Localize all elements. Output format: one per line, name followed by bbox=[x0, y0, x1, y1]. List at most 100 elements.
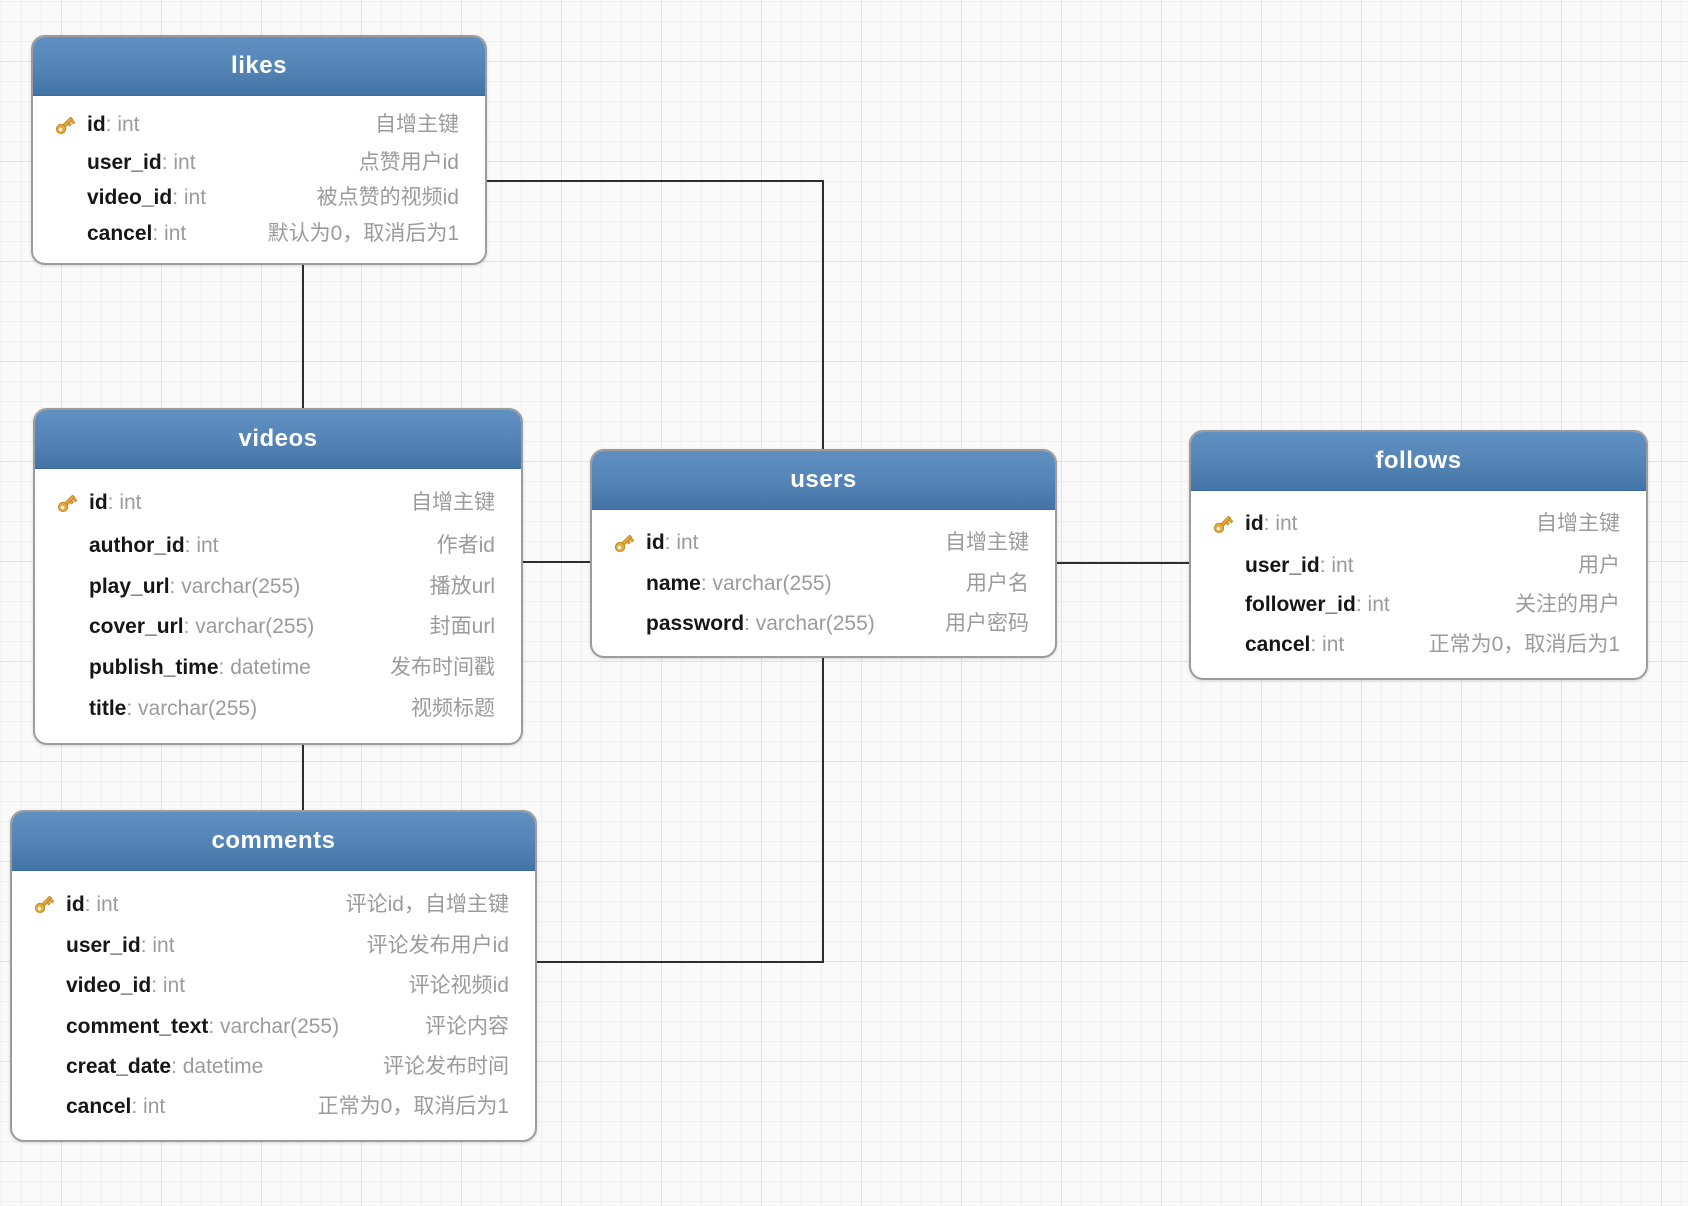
field-name: user_id bbox=[1245, 553, 1320, 577]
field-name: id bbox=[1245, 512, 1264, 536]
field-name: user_id bbox=[66, 934, 141, 958]
field-name: cancel bbox=[1245, 633, 1311, 657]
field-comment: 用户名 bbox=[966, 572, 1029, 595]
field-row-author_id[interactable]: author_id: int 作者id bbox=[35, 535, 521, 556]
field-type: : varchar(255) bbox=[744, 611, 875, 635]
field-comment: 自增主键 bbox=[411, 491, 495, 515]
field-comment: 被点赞的视频id bbox=[316, 186, 459, 210]
field-type: : int bbox=[151, 974, 186, 998]
table-videos-header[interactable]: videos bbox=[35, 410, 521, 469]
table-users-header[interactable]: users bbox=[592, 451, 1055, 510]
field-name: publish_time bbox=[89, 656, 219, 680]
field-comment: 视频标题 bbox=[411, 697, 495, 721]
primary-key-icon bbox=[1211, 512, 1245, 536]
field-name: password bbox=[646, 611, 745, 635]
relation-line-likes-users[interactable] bbox=[487, 180, 824, 182]
field-type: : int bbox=[1263, 512, 1298, 536]
field-type: : varchar(255) bbox=[126, 697, 258, 721]
field-row-cancel[interactable]: cancel: int 正常为0，取消后为1 bbox=[1191, 634, 1646, 655]
relation-line-comments-users[interactable] bbox=[537, 961, 824, 963]
field-type: : int bbox=[140, 934, 175, 958]
table-follows-header[interactable]: follows bbox=[1191, 432, 1646, 491]
field-row-name[interactable]: name: varchar(255)用户名 bbox=[592, 573, 1055, 594]
field-comment: 评论id，自增主键 bbox=[345, 892, 509, 916]
field-comment: 点赞用户id bbox=[358, 150, 459, 174]
field-name: video_id bbox=[66, 974, 152, 998]
field-row-id[interactable]: id: int 自增主键 bbox=[1191, 512, 1646, 536]
relation-line-likes-users[interactable] bbox=[822, 180, 824, 449]
field-type: : varchar(255) bbox=[700, 572, 832, 595]
field-comment: 评论内容 bbox=[425, 1014, 509, 1038]
field-name: cancel bbox=[87, 222, 153, 246]
field-comment: 评论发布用户id bbox=[366, 934, 509, 958]
field-name: author_id bbox=[89, 533, 185, 557]
table-likes-header[interactable]: likes bbox=[33, 37, 485, 96]
field-row-password[interactable]: password: varchar(255) 用户密码 bbox=[592, 613, 1055, 634]
field-row-user_id[interactable]: user_id: int 评论发布用户id bbox=[12, 935, 535, 956]
field-comment: 正常为0，取消后为1 bbox=[1428, 633, 1620, 657]
field-type: : int bbox=[152, 222, 187, 246]
field-type: : int bbox=[107, 491, 142, 515]
field-type: : int bbox=[664, 531, 699, 554]
field-name: id bbox=[646, 531, 665, 554]
field-row-comment_text[interactable]: comment_text: varchar(255) 评论内容 bbox=[12, 1016, 535, 1037]
relation-line-comments-users[interactable] bbox=[822, 657, 824, 963]
field-name: comment_text bbox=[66, 1014, 209, 1038]
relation-line-videos-comments[interactable] bbox=[302, 744, 304, 810]
field-comment: 播放url bbox=[429, 574, 495, 598]
field-name: id bbox=[89, 491, 108, 515]
field-type: : datetime bbox=[171, 1054, 264, 1078]
primary-key-icon bbox=[53, 113, 87, 137]
primary-key-icon bbox=[612, 531, 646, 555]
primary-key-icon bbox=[55, 491, 89, 515]
field-name: creat_date bbox=[66, 1054, 172, 1078]
field-type: : varchar(255) bbox=[208, 1014, 340, 1038]
field-comment: 自增主键 bbox=[1536, 512, 1620, 536]
field-type: : int bbox=[1310, 633, 1345, 657]
field-type: : int bbox=[105, 113, 140, 137]
field-comment: 发布时间戳 bbox=[390, 656, 495, 680]
field-name: video_id bbox=[87, 186, 173, 210]
field-comment: 用户 bbox=[1578, 553, 1620, 577]
relation-line-users-follows[interactable] bbox=[1057, 562, 1189, 564]
field-row-video_id[interactable]: video_id: int 被点赞的视频id bbox=[33, 187, 485, 208]
field-comment: 作者id bbox=[436, 533, 495, 557]
field-type: : varchar(255) bbox=[183, 615, 315, 639]
field-name: follower_id bbox=[1245, 593, 1356, 617]
field-row-id[interactable]: id: int 自增主键 bbox=[35, 491, 521, 515]
field-row-play_url[interactable]: play_url: varchar(255)播放url bbox=[35, 576, 521, 597]
field-type: : int bbox=[172, 186, 207, 210]
field-row-cover_url[interactable]: cover_url: varchar(255)封面url bbox=[35, 616, 521, 637]
field-name: id bbox=[87, 113, 106, 137]
relation-line-videos-users[interactable] bbox=[523, 561, 590, 563]
field-comment: 用户密码 bbox=[945, 611, 1029, 635]
relation-line-likes-videos[interactable] bbox=[302, 264, 304, 408]
field-name: cover_url bbox=[89, 615, 184, 639]
field-comment: 正常为0，取消后为1 bbox=[317, 1094, 509, 1118]
field-row-title[interactable]: title: varchar(255)视频标题 bbox=[35, 698, 521, 719]
field-name: user_id bbox=[87, 150, 162, 174]
field-type: : int bbox=[184, 533, 219, 557]
table-comments-header[interactable]: comments bbox=[12, 812, 535, 871]
